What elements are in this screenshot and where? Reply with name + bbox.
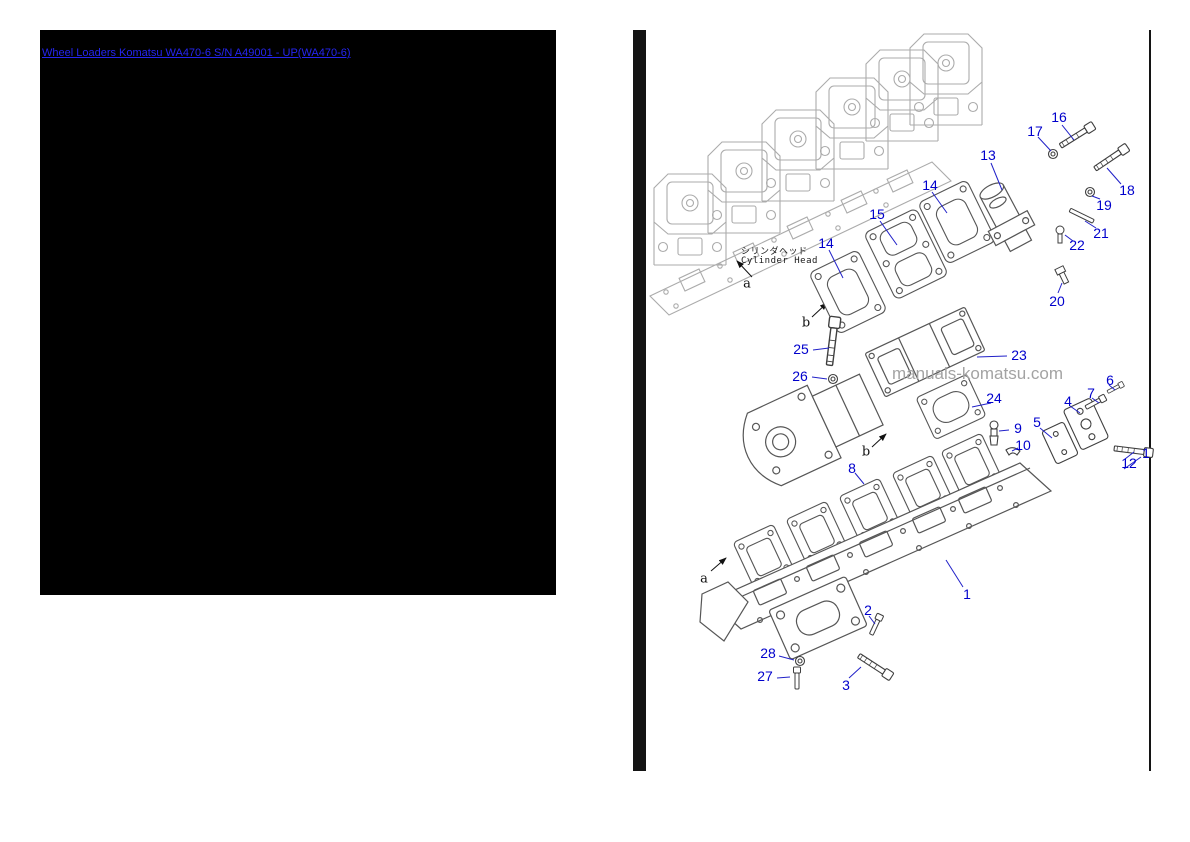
cylinder-head-label-en: Cylinder Head xyxy=(741,256,818,266)
part-number-callout[interactable]: 17 xyxy=(1027,123,1043,139)
part-number-callout[interactable]: 1 xyxy=(963,586,971,602)
part-number-callout[interactable]: 25 xyxy=(793,341,809,357)
part-number-callout[interactable]: 8 xyxy=(848,460,856,476)
part-number-callout[interactable]: 5 xyxy=(1033,414,1041,430)
view-arrow-letter: a xyxy=(700,571,708,587)
breadcrumb-link[interactable]: Wheel Loaders Komatsu WA470-6 S/N A49001… xyxy=(42,47,351,59)
part-number-callout[interactable]: 26 xyxy=(792,368,808,384)
part-number-callout[interactable]: 28 xyxy=(760,645,776,661)
view-arrow-letter: b xyxy=(861,444,871,460)
part-number-callout[interactable]: 20 xyxy=(1049,293,1065,309)
part-number-callout[interactable]: 12 xyxy=(1121,455,1137,471)
part-number-callout[interactable]: 24 xyxy=(986,390,1002,406)
part-number-callout[interactable]: 13 xyxy=(980,147,996,163)
watermark-text: manuals-komatsu.com xyxy=(892,364,1064,383)
part-number-callout[interactable]: 14 xyxy=(818,235,834,251)
part-number-callout[interactable]: 6 xyxy=(1106,372,1114,388)
view-arrow-letter: b xyxy=(801,315,811,331)
diagram-left-border xyxy=(633,30,646,771)
black-content-area: Wheel Loaders Komatsu WA470-6 S/N A49001… xyxy=(40,30,556,595)
part-number-callout[interactable]: 1 xyxy=(1142,445,1150,461)
part-number-callout[interactable]: 14 xyxy=(922,177,938,193)
diagram-right-border xyxy=(1149,30,1151,771)
part-number-callout[interactable]: 7 xyxy=(1087,385,1095,401)
part-number-callout[interactable]: 16 xyxy=(1051,109,1067,125)
part-number-callout[interactable]: 10 xyxy=(1015,437,1031,453)
part-number-callout[interactable]: 4 xyxy=(1064,393,1072,409)
part-number-callout[interactable]: 2 xyxy=(864,602,872,618)
part-number-callout[interactable]: 3 xyxy=(842,677,850,693)
cylinder-head-label-jp: シリンダヘッド xyxy=(741,247,808,257)
part-number-callout[interactable]: 9 xyxy=(1014,420,1022,436)
part-number-callout[interactable]: 23 xyxy=(1011,347,1027,363)
part-number-callout[interactable]: 22 xyxy=(1069,237,1085,253)
part-number-callout[interactable]: 19 xyxy=(1096,197,1112,213)
part-number-callout[interactable]: 15 xyxy=(869,206,885,222)
part-number-callout[interactable]: 18 xyxy=(1119,182,1135,198)
part-number-callout[interactable]: 21 xyxy=(1093,225,1109,241)
view-arrow-letter: a xyxy=(743,276,751,292)
part-number-callout[interactable]: 27 xyxy=(757,668,773,684)
